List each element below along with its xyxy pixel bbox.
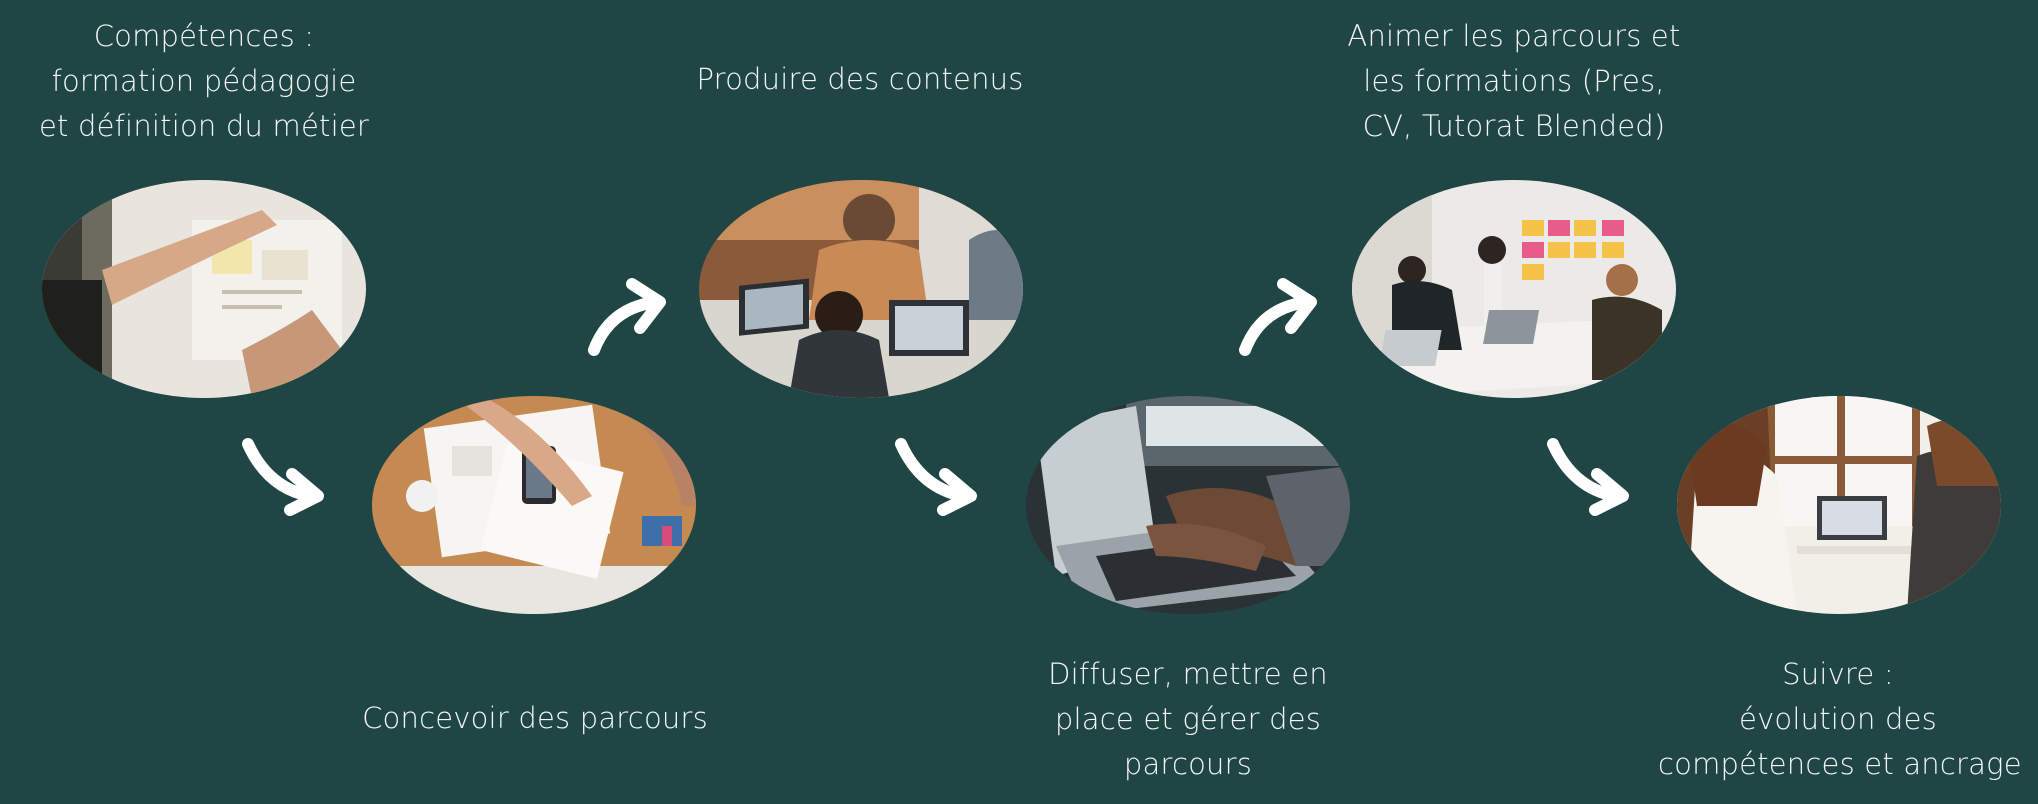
step-4-line-1: Diffuser, mettre en [1048, 657, 1328, 691]
step-1-photo [42, 180, 366, 398]
step-3-photo [699, 180, 1023, 398]
step-5-line-1: Animer les parcours et [1347, 19, 1681, 53]
step-5-photo [1352, 180, 1676, 398]
step-4-label: Diffuser, mettre en place et gérer des p… [1008, 652, 1368, 787]
arrow-5-icon [1545, 430, 1635, 520]
step-2-line-1: Concevoir des parcours [362, 701, 708, 735]
arrow-1-icon [240, 430, 330, 520]
step-6-line-1: Suivre : [1782, 657, 1894, 691]
step-6-label: Suivre : évolution des compétences et an… [1658, 652, 2022, 787]
step-3-label: Produire des contenus [680, 57, 1040, 102]
step-2-label: Concevoir des parcours [355, 696, 715, 741]
arrow-3-icon [893, 430, 983, 520]
step-4-photo [1026, 396, 1350, 614]
step-5-line-2: les formations (Pres, [1363, 64, 1665, 98]
step-1-line-1: Compétences : [93, 19, 315, 53]
step-6-photo [1677, 396, 2001, 614]
arrow-2-icon [582, 272, 672, 362]
step-2-photo [372, 396, 696, 614]
step-1-label: Compétences : formation pédagogie et déf… [24, 14, 384, 149]
step-5-label: Animer les parcours et les formations (P… [1334, 14, 1694, 149]
step-1-line-2: formation pédagogie [51, 64, 357, 98]
arrow-4-icon [1233, 272, 1323, 362]
step-1-line-3: et définition du métier [38, 109, 370, 143]
step-4-line-3: parcours [1123, 747, 1253, 781]
step-6-line-2: évolution des [1739, 702, 1937, 736]
step-4-line-2: place et gérer des [1054, 702, 1322, 736]
step-6-line-3: compétences et ancrage [1658, 747, 2022, 781]
step-3-line-1: Produire des contenus [696, 62, 1024, 96]
step-5-line-3: CV, Tutorat Blended) [1362, 109, 1666, 143]
